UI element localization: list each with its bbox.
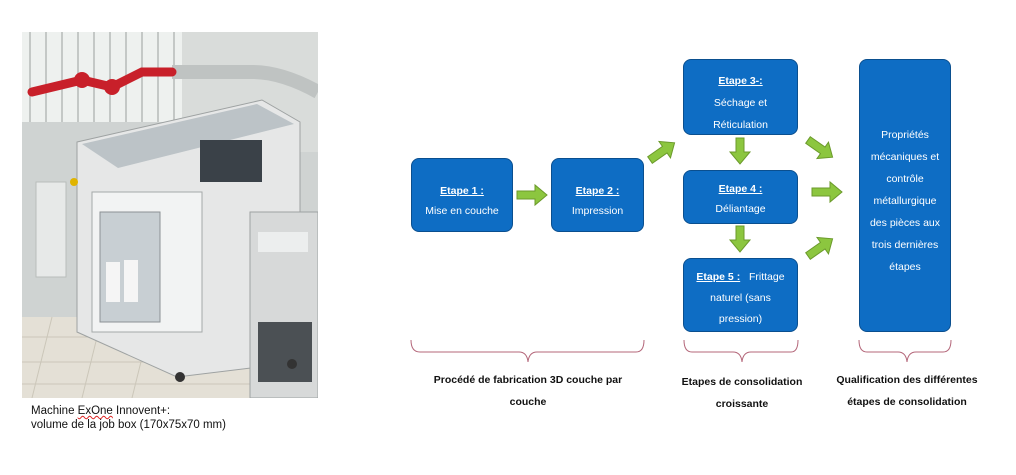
bracket-2-line-2: croissante bbox=[715, 398, 769, 410]
step-1-text: Mise en couche bbox=[425, 205, 499, 217]
step-2-box: Etape 2 : Impression bbox=[551, 158, 644, 232]
step-5-box: Etape 5 : Frittage naturel (sans pressio… bbox=[683, 258, 798, 332]
qual-line-1: Propriétés bbox=[881, 129, 929, 141]
bracket-1-line-1: Procédé de fabrication 3D couche par bbox=[433, 374, 623, 386]
arrow-step4-to-qual bbox=[811, 181, 843, 203]
caption-brand: ExOne bbox=[77, 405, 113, 417]
step-2-title: Etape 2 : bbox=[575, 185, 620, 197]
arrow-step1-to-step2 bbox=[516, 184, 548, 206]
arrow-step3-to-step4 bbox=[729, 137, 751, 165]
step-5-line-2: pression) bbox=[718, 313, 763, 325]
caption-suffix: Innovent+: bbox=[112, 405, 171, 417]
step-1-box: Etape 1 : Mise en couche bbox=[411, 158, 513, 232]
qual-line-4: métallurgique bbox=[873, 195, 937, 207]
qual-line-2: mécaniques et bbox=[870, 151, 940, 163]
step-5-line-1: naturel (sans bbox=[710, 292, 771, 304]
qual-line-5: des pièces aux bbox=[869, 217, 941, 229]
step-4-text: Déliantage bbox=[715, 203, 766, 215]
step-2-text: Impression bbox=[571, 205, 624, 217]
qualification-box: Propriétés mécaniques et contrôle métall… bbox=[859, 59, 951, 332]
caption-line-1: Machine ExOne Innovent+: bbox=[31, 404, 291, 418]
photo-caption: Machine ExOne Innovent+: volume de la jo… bbox=[31, 404, 291, 432]
bracket-2-label: Etapes de consolidation croissante bbox=[666, 371, 818, 415]
caption-line-2: volume de la job box (170x75x70 mm) bbox=[31, 419, 226, 431]
bracket-1-line-2: couche bbox=[509, 396, 547, 408]
step-4-title: Etape 4 : bbox=[718, 183, 763, 195]
bracket-3-label: Qualification des différentes étapes de … bbox=[828, 369, 986, 413]
caption-prefix: Machine bbox=[31, 405, 78, 417]
bracket-1 bbox=[410, 339, 645, 363]
step-4-box: Etape 4 : Déliantage bbox=[683, 170, 798, 224]
step-5-title-suffix: Frittage bbox=[748, 271, 785, 283]
step-3-title: Etape 3-: bbox=[718, 75, 763, 87]
bracket-3-line-2: étapes de consolidation bbox=[847, 396, 967, 408]
bracket-3 bbox=[858, 339, 952, 363]
step-5-header: Etape 5 : Frittage bbox=[684, 267, 797, 288]
arrow-step3-to-qual bbox=[801, 131, 839, 166]
step-5-title: Etape 5 : bbox=[696, 271, 741, 283]
bracket-2 bbox=[683, 339, 799, 363]
qual-line-7: étapes bbox=[889, 261, 921, 273]
step-3-line-1: Séchage et bbox=[713, 97, 768, 109]
qual-line-6: trois dernières bbox=[871, 239, 939, 251]
arrow-step4-to-step5 bbox=[729, 225, 751, 253]
arrow-step2-to-step3 bbox=[643, 134, 681, 169]
step-3-line-2: Réticulation bbox=[713, 119, 768, 131]
machine-photo bbox=[22, 32, 318, 398]
qual-line-3: contrôle bbox=[886, 173, 924, 185]
step-3-box: Etape 3-: Séchage et Réticulation bbox=[683, 59, 798, 135]
bracket-2-line-1: Etapes de consolidation bbox=[681, 376, 803, 388]
step-1-title: Etape 1 : bbox=[440, 185, 484, 197]
arrow-step5-to-qual bbox=[801, 230, 839, 265]
bracket-3-line-1: Qualification des différentes bbox=[836, 374, 978, 386]
bracket-1-label: Procédé de fabrication 3D couche par cou… bbox=[405, 369, 651, 413]
